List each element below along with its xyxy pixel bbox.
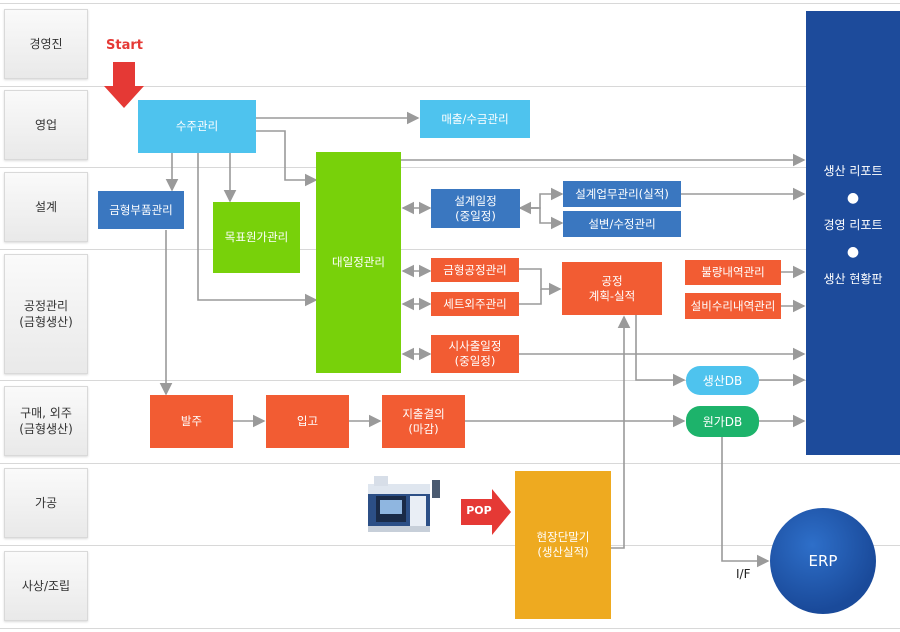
- mold-process-box[interactable]: 금형공정관리: [431, 258, 519, 282]
- defect-history-box[interactable]: 불량내역관리: [685, 260, 781, 285]
- pop-label: POP: [466, 504, 492, 517]
- field-terminal-box[interactable]: 현장단말기 (생산실적): [515, 471, 611, 619]
- receiving-box[interactable]: 입고: [266, 395, 349, 448]
- cost-db-pill[interactable]: 원가DB: [686, 406, 759, 437]
- payment-close-box[interactable]: 지출결의 (마감): [382, 395, 465, 448]
- lane-divider: [0, 167, 900, 168]
- lane-divider: [0, 463, 900, 464]
- purchase-order-box[interactable]: 발주: [150, 395, 233, 448]
- report-status-board: 생산 현황판: [823, 272, 883, 286]
- start-arrow: [104, 62, 144, 108]
- lane-divider: [0, 545, 900, 546]
- lane-divider: [0, 3, 900, 4]
- sales-collection-box[interactable]: 매출/수금관리: [420, 100, 530, 138]
- cnc-machine-icon: [366, 474, 442, 536]
- bullet-dot: ●: [846, 244, 860, 260]
- lane-label-design: 설계: [4, 172, 88, 242]
- interface-label: I/F: [736, 567, 751, 581]
- lane-label-machining: 가공: [4, 468, 88, 538]
- lane-label-purchase: 구매, 외주 (금형생산): [4, 386, 88, 456]
- bullet-dot: ●: [846, 190, 860, 206]
- lane-label-sales: 영업: [4, 90, 88, 160]
- mold-parts-box[interactable]: 금형부품관리: [98, 191, 184, 229]
- repair-history-box[interactable]: 설비수리내역관리: [685, 293, 781, 319]
- lane-label-process: 공정관리 (금형생산): [4, 254, 88, 374]
- trial-schedule-box[interactable]: 시사출일정 (중일정): [431, 335, 519, 373]
- start-label: Start: [106, 38, 143, 53]
- report-management: 경영 리포트: [823, 218, 883, 232]
- design-schedule-box[interactable]: 설계일정 (중일정): [431, 189, 520, 228]
- lane-divider: [0, 249, 900, 250]
- erp-circle[interactable]: ERP: [770, 508, 876, 614]
- pop-arrow: [461, 489, 511, 535]
- master-schedule-box[interactable]: 대일정관리: [316, 152, 401, 373]
- order-management-box[interactable]: 수주관리: [138, 100, 256, 153]
- reports-panel[interactable]: 생산 리포트 ● 경영 리포트 ● 생산 현황판: [806, 11, 900, 455]
- lane-label-exec: 경영진: [4, 9, 88, 79]
- lane-label-finish: 사상/조립: [4, 551, 88, 621]
- set-outsource-box[interactable]: 세트외주관리: [431, 292, 519, 316]
- lane-divider: [0, 628, 900, 629]
- production-db-pill[interactable]: 생산DB: [686, 366, 759, 395]
- process-plan-box[interactable]: 공정 계획-실적: [562, 262, 662, 315]
- design-change-box[interactable]: 설변/수정관리: [563, 211, 681, 237]
- lane-divider: [0, 380, 900, 381]
- target-cost-box[interactable]: 목표원가관리: [213, 202, 300, 273]
- lane-divider: [0, 86, 900, 87]
- report-production: 생산 리포트: [823, 164, 883, 178]
- design-work-box[interactable]: 설계업무관리(실적): [563, 181, 681, 207]
